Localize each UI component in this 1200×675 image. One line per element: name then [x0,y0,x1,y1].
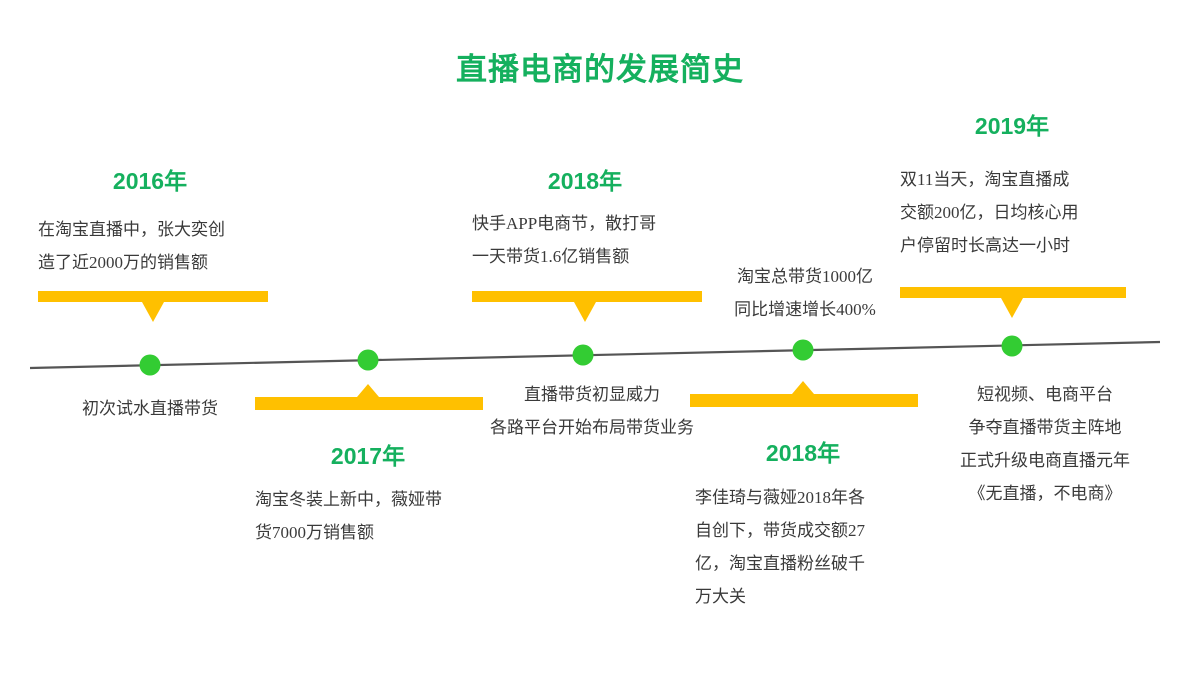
bracket-down-2018-upper [472,291,702,324]
year-label-2016: 2016年 [112,168,188,194]
milestone-description-2016: 在淘宝直播中，张大奕创 造了近2000万的销售额 [38,220,225,272]
milestone-caption-2019: 短视频、电商平台 争夺直播带货主阵地 正式升级电商直播元年 《无直播，不电商》 [960,385,1130,503]
bracket-up-2017 [255,384,483,410]
timeline-axis [29,335,1161,376]
milestone-caption-2018-upper: 直播带货初显威力 各路平台开始布局带货业务 [490,385,694,437]
bracket-down-2019 [900,287,1126,320]
timeline-dot-2 [357,349,379,371]
timeline-dot-1 [139,354,161,376]
milestone-caption-2016: 初次试水直播带货 [82,399,218,418]
milestone-caption-2018-lower: 淘宝总带货1000亿 同比增速增长400% [734,267,876,319]
timeline-dot-4 [792,339,814,361]
timeline-dot-3 [572,344,594,366]
bracket-down-2016 [38,291,268,324]
year-label-2018-upper: 2018年 [547,168,623,194]
milestone-description-2018-lower: 李佳琦与薇娅2018年各 自创下，带货成交额27 亿，淘宝直播粉丝破千 万大关 [695,488,865,606]
timeline-axis-line [29,340,1161,370]
milestone-description-2019: 双11当天，淘宝直播成 交额200亿，日均核心用 户停留时长高达一小时 [900,170,1079,255]
year-label-2017: 2017年 [330,443,406,469]
year-label-2019: 2019年 [974,113,1050,139]
page-title: 直播电商的发展简史 [456,52,744,87]
timeline-dot-5 [1001,335,1023,357]
year-label-2018-lower: 2018年 [765,440,841,466]
bracket-up-2018-lower [690,381,918,407]
milestone-description-2018-upper: 快手APP电商节，散打哥 一天带货1.6亿销售额 [472,214,657,266]
milestone-description-2017: 淘宝冬装上新中，薇娅带 货7000万销售额 [255,490,442,542]
